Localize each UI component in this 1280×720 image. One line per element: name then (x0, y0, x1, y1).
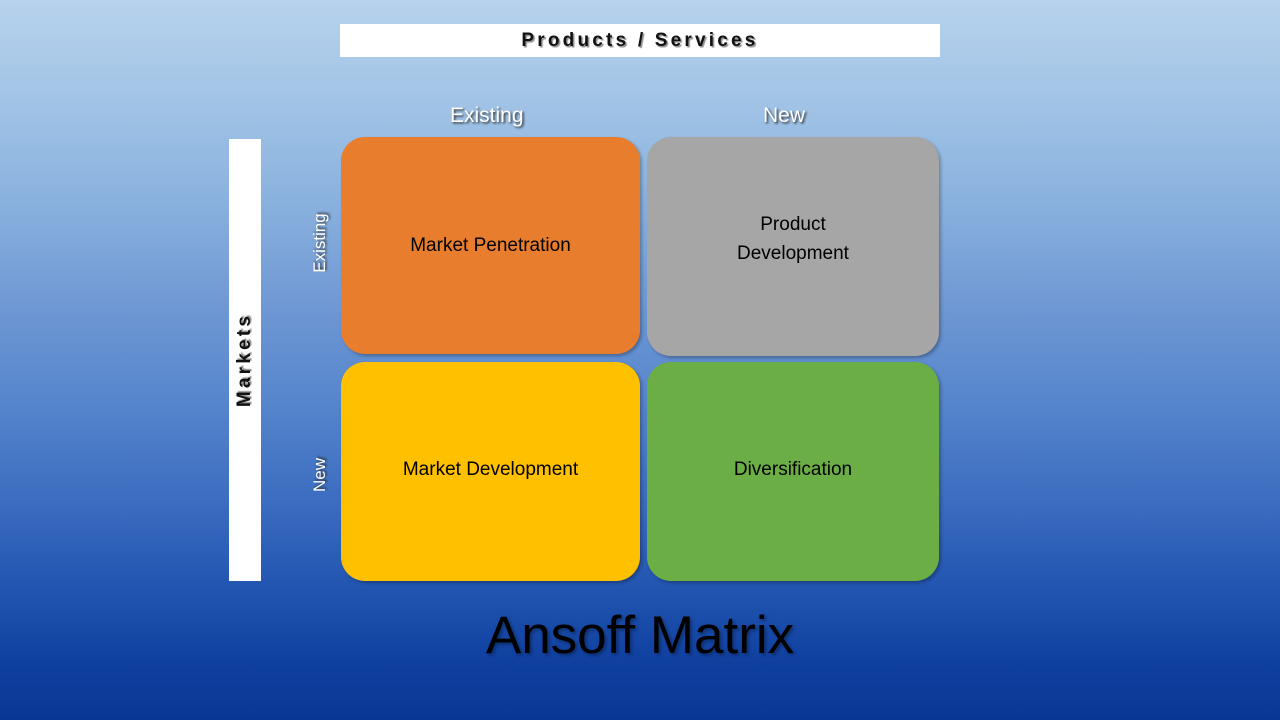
markets-axis-bar (229, 139, 261, 581)
row-header-new-wrapper: New (305, 425, 335, 525)
diagram-title: Ansoff Matrix (485, 606, 795, 665)
quadrant-diversification-label: Diversification (733, 459, 853, 481)
column-header-new: New (763, 104, 806, 127)
products-services-axis-bar: Products / Services (340, 24, 940, 57)
row-header-existing-wrapper: Existing (305, 185, 335, 300)
quadrant-product-development[interactable]: Product Development (647, 137, 939, 356)
quadrant-market-development[interactable]: Market Development (341, 362, 640, 581)
quadrant-market-penetration-label: Market Penetration (410, 235, 571, 257)
products-services-axis-label: Products / Services (521, 29, 759, 51)
row-header-existing: Existing (310, 212, 329, 273)
quadrant-product-development-label-line2: Development (737, 242, 849, 264)
column-header-existing: Existing (450, 104, 524, 127)
row-header-new: New (310, 457, 330, 493)
markets-axis-label-wrapper: Markets (229, 139, 261, 581)
quadrant-market-development-label: Market Development (402, 458, 579, 480)
quadrant-product-development-label-line1: Product (760, 213, 826, 235)
quadrant-product-development-label: Product Development (737, 211, 849, 269)
quadrant-diversification[interactable]: Diversification (647, 362, 939, 581)
markets-axis-label: Markets (234, 312, 255, 408)
quadrant-market-penetration[interactable]: Market Penetration (341, 137, 640, 354)
